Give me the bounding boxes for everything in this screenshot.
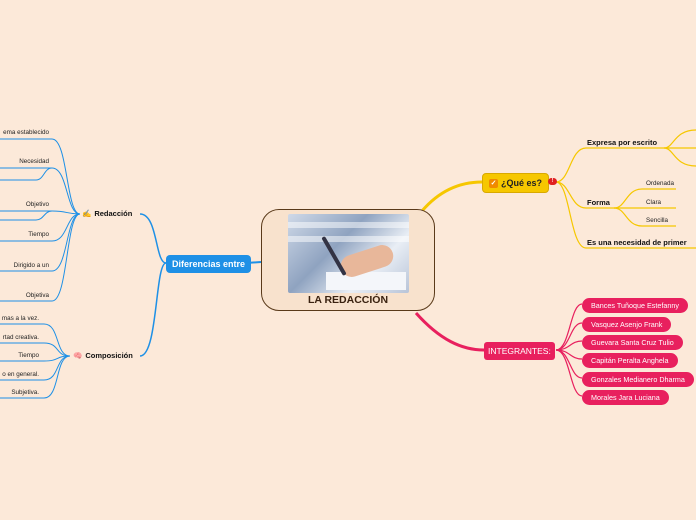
- central-title: LA REDACCIÓN: [307, 294, 389, 306]
- member-item[interactable]: Capitán Peralta Anghela: [582, 353, 678, 368]
- composicion-item[interactable]: o en general.: [2, 371, 39, 378]
- topic-que-es[interactable]: ✓¿Qué es?: [482, 173, 550, 194]
- topic-diferencias-entre[interactable]: Diferencias entre: [166, 255, 252, 273]
- que-es-forma[interactable]: Forma: [587, 198, 610, 207]
- forma-item[interactable]: Ordenada: [646, 180, 675, 187]
- topic-redaccion[interactable]: ✍Redacción: [82, 209, 133, 218]
- member-item[interactable]: Morales Jara Luciana: [582, 390, 669, 405]
- redaccion-item[interactable]: Objetivo: [25, 201, 49, 208]
- brain-icon: 🧠: [73, 351, 83, 360]
- composicion-item[interactable]: mas a la vez.: [1, 315, 39, 322]
- member-item[interactable]: Gonzales Medianero Dharma: [582, 372, 694, 387]
- redaccion-item[interactable]: ema establecido: [3, 129, 49, 136]
- composicion-item[interactable]: Subjetiva.: [11, 389, 39, 396]
- composicion-item[interactable]: Tiempo: [18, 352, 39, 359]
- que-es-expresa[interactable]: Expresa por escrito: [587, 138, 658, 147]
- pencil-writing-icon: ✍: [82, 209, 92, 218]
- alert-badge: !: [548, 178, 557, 185]
- redaccion-item[interactable]: Necesidad: [19, 158, 49, 165]
- member-item[interactable]: Guevara Santa Cruz Tulio: [582, 335, 683, 350]
- member-item[interactable]: Vasquez Asenjo Frank: [582, 317, 672, 332]
- topic-integrantes[interactable]: INTEGRANTES:: [484, 342, 555, 360]
- redaccion-item[interactable]: Objetiva: [25, 292, 49, 299]
- forma-item[interactable]: Clara: [646, 199, 662, 206]
- composicion-item[interactable]: rtad creativa.: [2, 334, 39, 341]
- redaccion-item[interactable]: Tiempo: [28, 231, 49, 238]
- central-topic[interactable]: LA REDACCIÓN: [261, 209, 435, 311]
- redaccion-item[interactable]: Dirigido a un: [13, 262, 49, 269]
- checkbox-icon: ✓: [489, 179, 498, 189]
- forma-item[interactable]: Sencilla: [646, 217, 669, 224]
- que-es-necesidad[interactable]: Es una necesidad de primer: [587, 238, 687, 247]
- writing-photo: [288, 214, 409, 293]
- member-item[interactable]: Bances Tuñoque Estefanny: [582, 298, 688, 313]
- topic-composicion[interactable]: 🧠Composición: [73, 351, 133, 360]
